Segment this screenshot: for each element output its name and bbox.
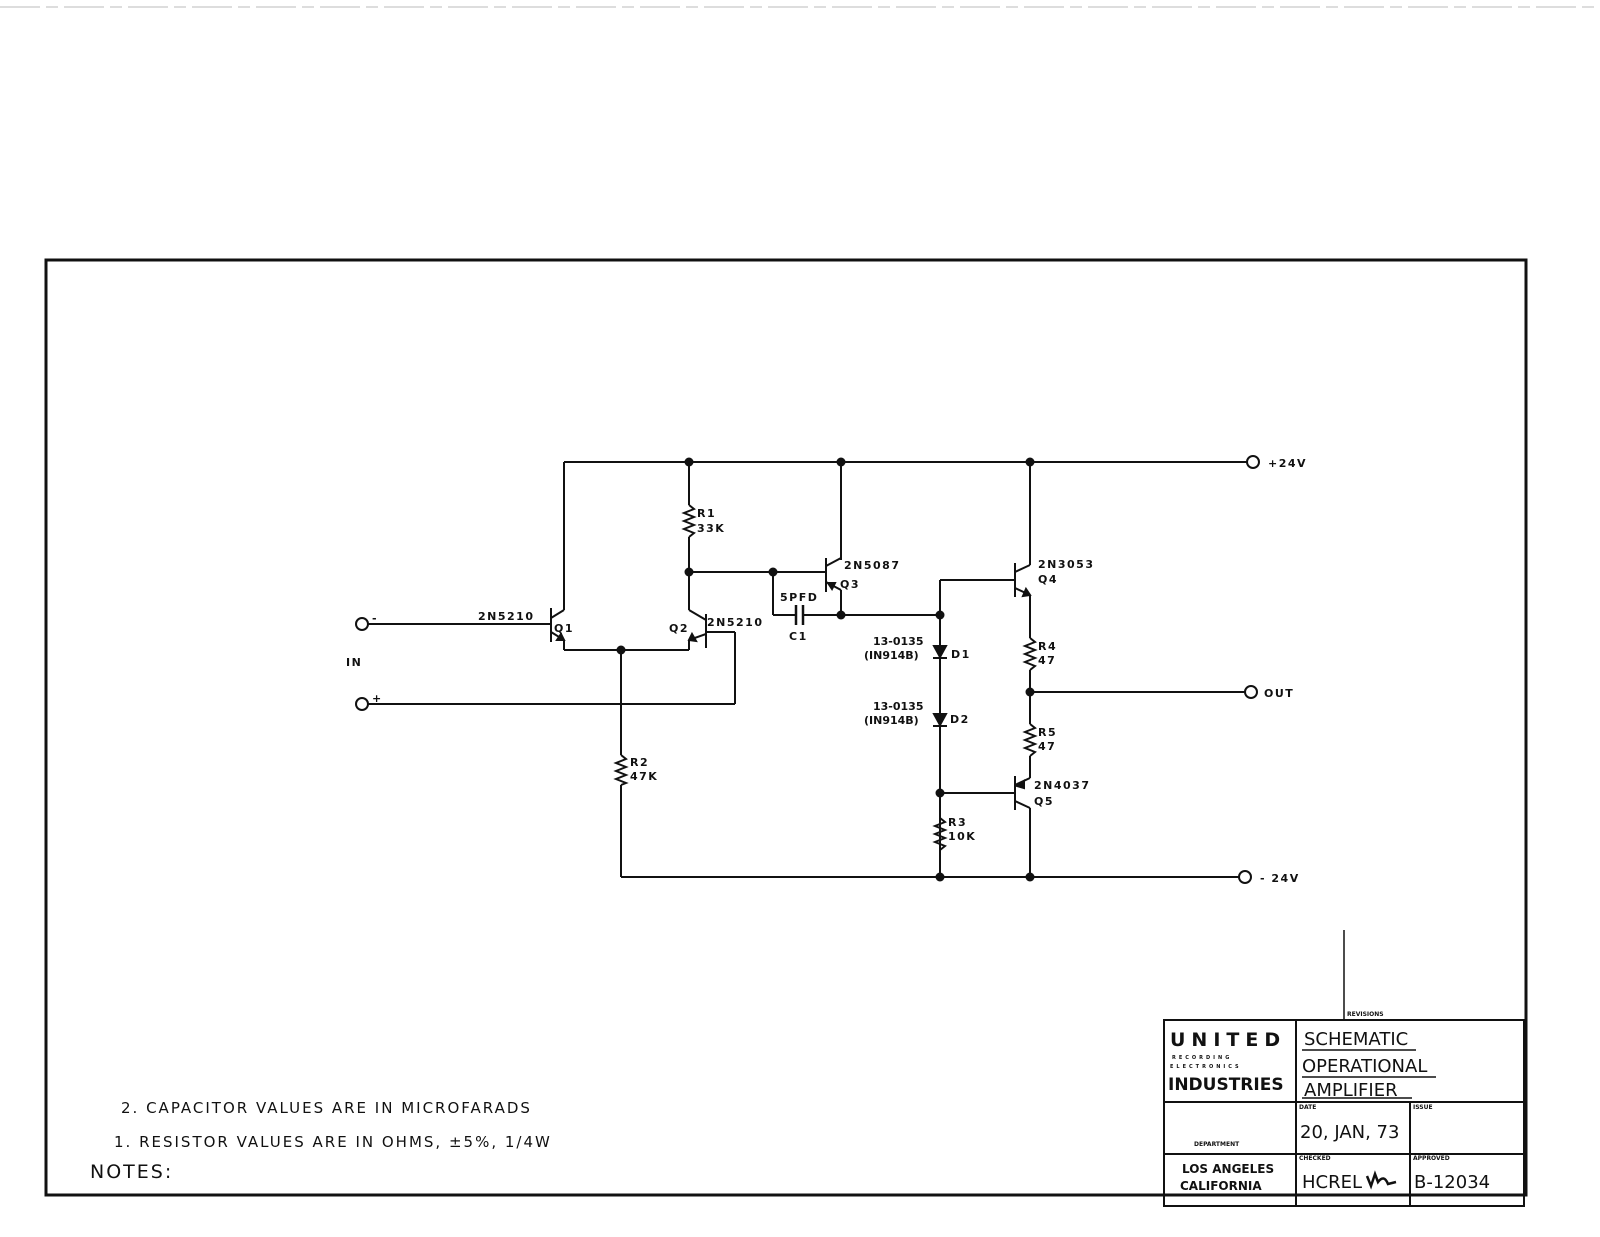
checker-signature-mark: [1365, 1170, 1397, 1190]
approved-label: APPROVED: [1413, 1155, 1450, 1162]
input-inverting-terminal: [355, 617, 369, 631]
output-label: OUT: [1264, 687, 1294, 700]
department-label: DEPARTMENT: [1194, 1141, 1240, 1148]
d2-alt-label: (IN914B): [864, 714, 919, 727]
q1-part-label: 2N5210: [478, 610, 534, 623]
d1-ref-label: D1: [951, 648, 971, 661]
checked-value: HCREL: [1302, 1172, 1362, 1193]
r1-symbol: [681, 504, 697, 538]
transistor-symbols: [550, 557, 1032, 810]
q2-part-label: 2N5210: [707, 616, 763, 629]
location-line1: LOS ANGELES: [1182, 1162, 1274, 1176]
d2-ref-label: D2: [950, 713, 970, 726]
q5-symbol: [1014, 776, 1031, 810]
c1-value-label: 5PFD: [780, 591, 818, 604]
issue-label: ISSUE: [1413, 1104, 1433, 1111]
c1-symbol: [794, 605, 805, 625]
q1-ref-label: Q1: [554, 622, 574, 635]
r2-value-label: 47K: [630, 770, 658, 783]
r5-value-label: 47: [1038, 740, 1056, 753]
c1-ref-label: C1: [789, 630, 808, 643]
r5-symbol: [1022, 723, 1038, 757]
r4-ref-label: R4: [1038, 640, 1057, 653]
r1-ref-label: R1: [697, 507, 716, 520]
q3-part-label: 2N5087: [844, 559, 900, 572]
d1-alt-label: (IN914B): [864, 649, 919, 662]
diode-symbols: [932, 645, 948, 728]
d1-part-label: 13-0135: [873, 635, 924, 648]
r2-ref-label: R2: [630, 756, 649, 769]
inverting-input-sign: -: [372, 612, 378, 625]
input-label: IN: [346, 656, 362, 669]
q4-symbol: [1014, 563, 1032, 598]
q4-part-label: 2N3053: [1038, 558, 1094, 571]
r5-ref-label: R5: [1038, 726, 1057, 739]
note-item-2: 2. CAPACITOR VALUES ARE IN MICROFARADS: [121, 1099, 532, 1117]
negative-rail-label: - 24V: [1260, 872, 1300, 885]
positive-rail-terminal: [1246, 455, 1260, 469]
q4-ref-label: Q4: [1038, 573, 1058, 586]
noninverting-input-sign: +: [372, 692, 383, 705]
r4-symbol: [1022, 637, 1038, 671]
drawing-border: [44, 258, 1528, 1197]
r4-value-label: 47: [1038, 654, 1056, 667]
q3-ref-label: Q3: [840, 578, 860, 591]
d2-part-label: 13-0135: [873, 700, 924, 713]
company-name-united: UNITED: [1170, 1029, 1286, 1051]
q2-ref-label: Q2: [669, 622, 689, 635]
r3-value-label: 10K: [948, 830, 976, 843]
terminals: [355, 455, 1260, 884]
r2-symbol: [613, 754, 629, 786]
positive-rail-label: +24V: [1268, 457, 1307, 470]
revisions-label: REVISIONS: [1347, 1011, 1384, 1018]
q1-symbol: [550, 608, 566, 642]
input-noninverting-terminal: [355, 697, 369, 711]
location-line2: CALIFORNIA: [1180, 1179, 1262, 1193]
d2-symbol: [932, 713, 948, 728]
negative-rail-terminal: [1238, 870, 1252, 884]
company-name-recording: RECORDING: [1172, 1055, 1232, 1061]
checked-label: CHECKED: [1299, 1155, 1331, 1162]
r3-ref-label: R3: [948, 816, 967, 829]
note-item-1: 1. RESISTOR VALUES ARE IN OHMS, ±5%, 1/4…: [114, 1133, 552, 1151]
q2-symbol: [687, 609, 707, 648]
q5-part-label: 2N4037: [1034, 779, 1090, 792]
resistor-symbols: [613, 504, 1038, 851]
date-label: DATE: [1299, 1104, 1316, 1111]
q5-ref-label: Q5: [1034, 795, 1054, 808]
d1-symbol: [932, 645, 948, 660]
drawing-title-line3: AMPLIFIER: [1304, 1080, 1398, 1101]
drawing-title-line1: SCHEMATIC: [1304, 1029, 1408, 1050]
drawing-title-line2: OPERATIONAL: [1302, 1056, 1427, 1077]
r1-value-label: 33K: [697, 522, 725, 535]
notes-heading: NOTES:: [90, 1161, 173, 1183]
drawing-number: B-12034: [1414, 1172, 1490, 1193]
q3-symbol: [825, 557, 842, 592]
circuit-wires: [368, 461, 1247, 878]
date-value: 20, JAN, 73: [1300, 1122, 1399, 1143]
junction-dots: [616, 457, 1035, 882]
company-name-industries: INDUSTRIES: [1168, 1075, 1284, 1095]
title-block: [1163, 930, 1525, 1207]
output-terminal: [1244, 685, 1258, 699]
company-name-electronics: ELECTRONICS: [1170, 1064, 1242, 1070]
r3-symbol: [932, 817, 948, 851]
